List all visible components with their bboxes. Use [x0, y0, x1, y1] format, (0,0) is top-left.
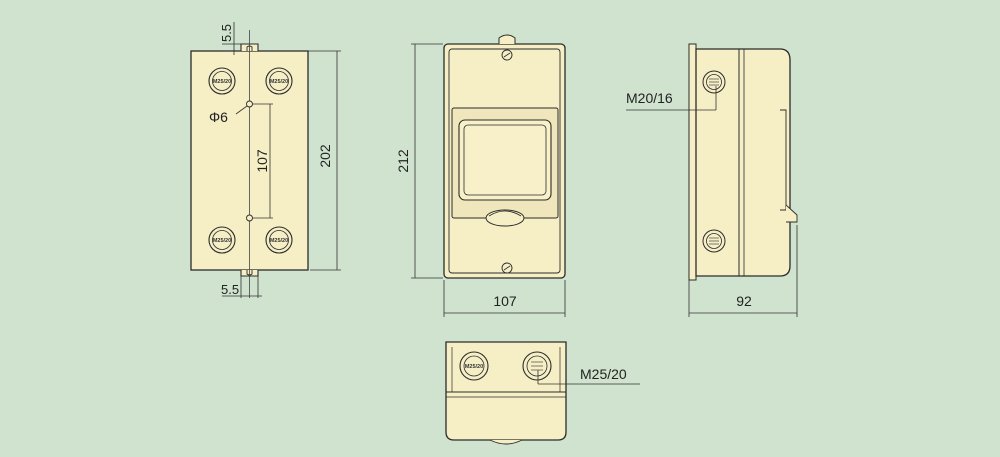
dim-overall-width: 107 — [493, 293, 517, 309]
bottom-view: M25/20 M25/20 — [445, 341, 640, 445]
side-gland-top — [702, 70, 726, 94]
dim-overall-height-rear: 202 — [317, 144, 333, 168]
rear-gland-bottom-right: M25/20 — [265, 226, 293, 254]
side-view: M20/16 92 — [626, 43, 798, 317]
dim-hole-spacing: 107 — [254, 149, 270, 173]
side-gland-bottom — [702, 229, 726, 253]
rear-gland-top-right: M25/20 — [265, 67, 293, 95]
mounting-hole-upper — [246, 100, 253, 108]
side-view-body — [695, 48, 791, 277]
bottom-gland-right — [522, 351, 552, 381]
front-view: 212 107 — [395, 34, 566, 317]
rear-gland-bottom-left: M25/20 — [208, 226, 236, 254]
rear-gland-label: M25/20 — [270, 79, 288, 85]
dim-top-offset: 5.5 — [219, 24, 234, 42]
side-mounting-plate — [688, 43, 697, 281]
bottom-gland-small-label: M25/20 — [465, 364, 483, 370]
dim-hole-diameter: Φ6 — [209, 109, 228, 125]
bottom-cable-gland-label: M25/20 — [580, 366, 627, 382]
dim-overall-depth: 92 — [736, 293, 752, 309]
dim-overall-height-front: 212 — [395, 149, 411, 173]
rear-gland-label: M25/20 — [213, 79, 231, 85]
side-cable-gland-label: M20/16 — [626, 90, 673, 106]
cover-latch — [485, 209, 525, 227]
mounting-hole-lower — [246, 214, 253, 222]
bottom-gland-left: M25/20 — [459, 351, 489, 381]
rear-gland-top-left: M25/20 — [208, 67, 236, 95]
rear-view: M25/20 M25/20 M25/20 M25/20 Φ6 107 — [190, 22, 341, 298]
rear-gland-label: M25/20 — [213, 238, 231, 244]
breaker-window — [458, 119, 552, 201]
dim-bottom-offset: 5.5 — [221, 282, 239, 297]
rear-gland-label: M25/20 — [270, 238, 288, 244]
